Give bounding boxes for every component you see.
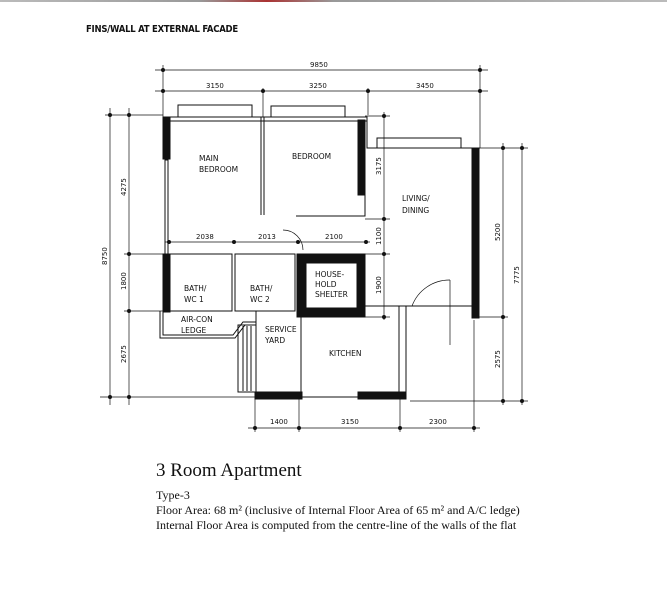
svg-text:2100: 2100 (325, 233, 343, 241)
svg-text:4275: 4275 (120, 178, 128, 196)
svg-text:WC 2: WC 2 (250, 295, 270, 304)
svg-text:2038: 2038 (196, 233, 214, 241)
service-yard-label: SERVICE (265, 325, 297, 334)
dimension-ticks (108, 68, 524, 430)
room-labels: MAIN BEDROOM BEDROOM LIVING/ DINING BATH… (181, 152, 430, 358)
svg-text:LEDGE: LEDGE (181, 326, 207, 335)
bath2-label: BATH/ (250, 284, 273, 293)
dimension-lines (100, 65, 528, 432)
living-label: LIVING/ (402, 194, 430, 203)
svg-text:5200: 5200 (494, 223, 502, 241)
svg-text:2575: 2575 (494, 350, 502, 368)
svg-text:1100: 1100 (375, 227, 383, 245)
svg-text:3150: 3150 (341, 418, 359, 426)
svg-text:1900: 1900 (375, 276, 383, 294)
svg-text:YARD: YARD (264, 336, 285, 345)
svg-text:DINING: DINING (402, 206, 429, 215)
svg-text:9850: 9850 (310, 61, 328, 69)
svg-text:3175: 3175 (375, 157, 383, 175)
svg-text:3150: 3150 (206, 82, 224, 90)
walls (159, 104, 480, 400)
svg-text:BEDROOM: BEDROOM (199, 165, 238, 174)
dimension-labels: 9850 3150 3250 3450 2038 2013 2100 1400 … (101, 61, 521, 426)
svg-text:8750: 8750 (101, 247, 109, 265)
svg-text:2300: 2300 (429, 418, 447, 426)
svg-text:2675: 2675 (120, 345, 128, 363)
bath1-label: BATH/ (184, 284, 207, 293)
apartment-title: 3 Room Apartment (156, 460, 302, 481)
floor-area: Floor Area: 68 m² (inclusive of Internal… (156, 503, 520, 517)
svg-text:3450: 3450 (416, 82, 434, 90)
svg-text:2013: 2013 (258, 233, 276, 241)
apartment-type: Type-3 (156, 488, 190, 502)
svg-text:WC 1: WC 1 (184, 295, 204, 304)
page-edge (0, 0, 667, 2)
caption: 3 Room Apartment Type-3 Floor Area: 68 m… (156, 460, 520, 533)
main-bedroom-label: MAIN (199, 154, 218, 163)
svg-text:1800: 1800 (120, 272, 128, 290)
svg-text:1400: 1400 (270, 418, 288, 426)
svg-text:3250: 3250 (309, 82, 327, 90)
kitchen-label: KITCHEN (329, 349, 362, 358)
bedroom-label: BEDROOM (292, 152, 331, 161)
svg-text:SHELTER: SHELTER (315, 290, 348, 299)
area-note: Internal Floor Area is computed from the… (156, 518, 517, 532)
shelter-label: HOUSE- (315, 270, 345, 279)
svg-text:7775: 7775 (513, 266, 521, 284)
svg-text:HOLD: HOLD (315, 280, 337, 289)
aircon-ledge-label: AIR-CON (181, 315, 213, 324)
facade-label: FINS/WALL AT EXTERNAL FACADE (86, 24, 238, 35)
